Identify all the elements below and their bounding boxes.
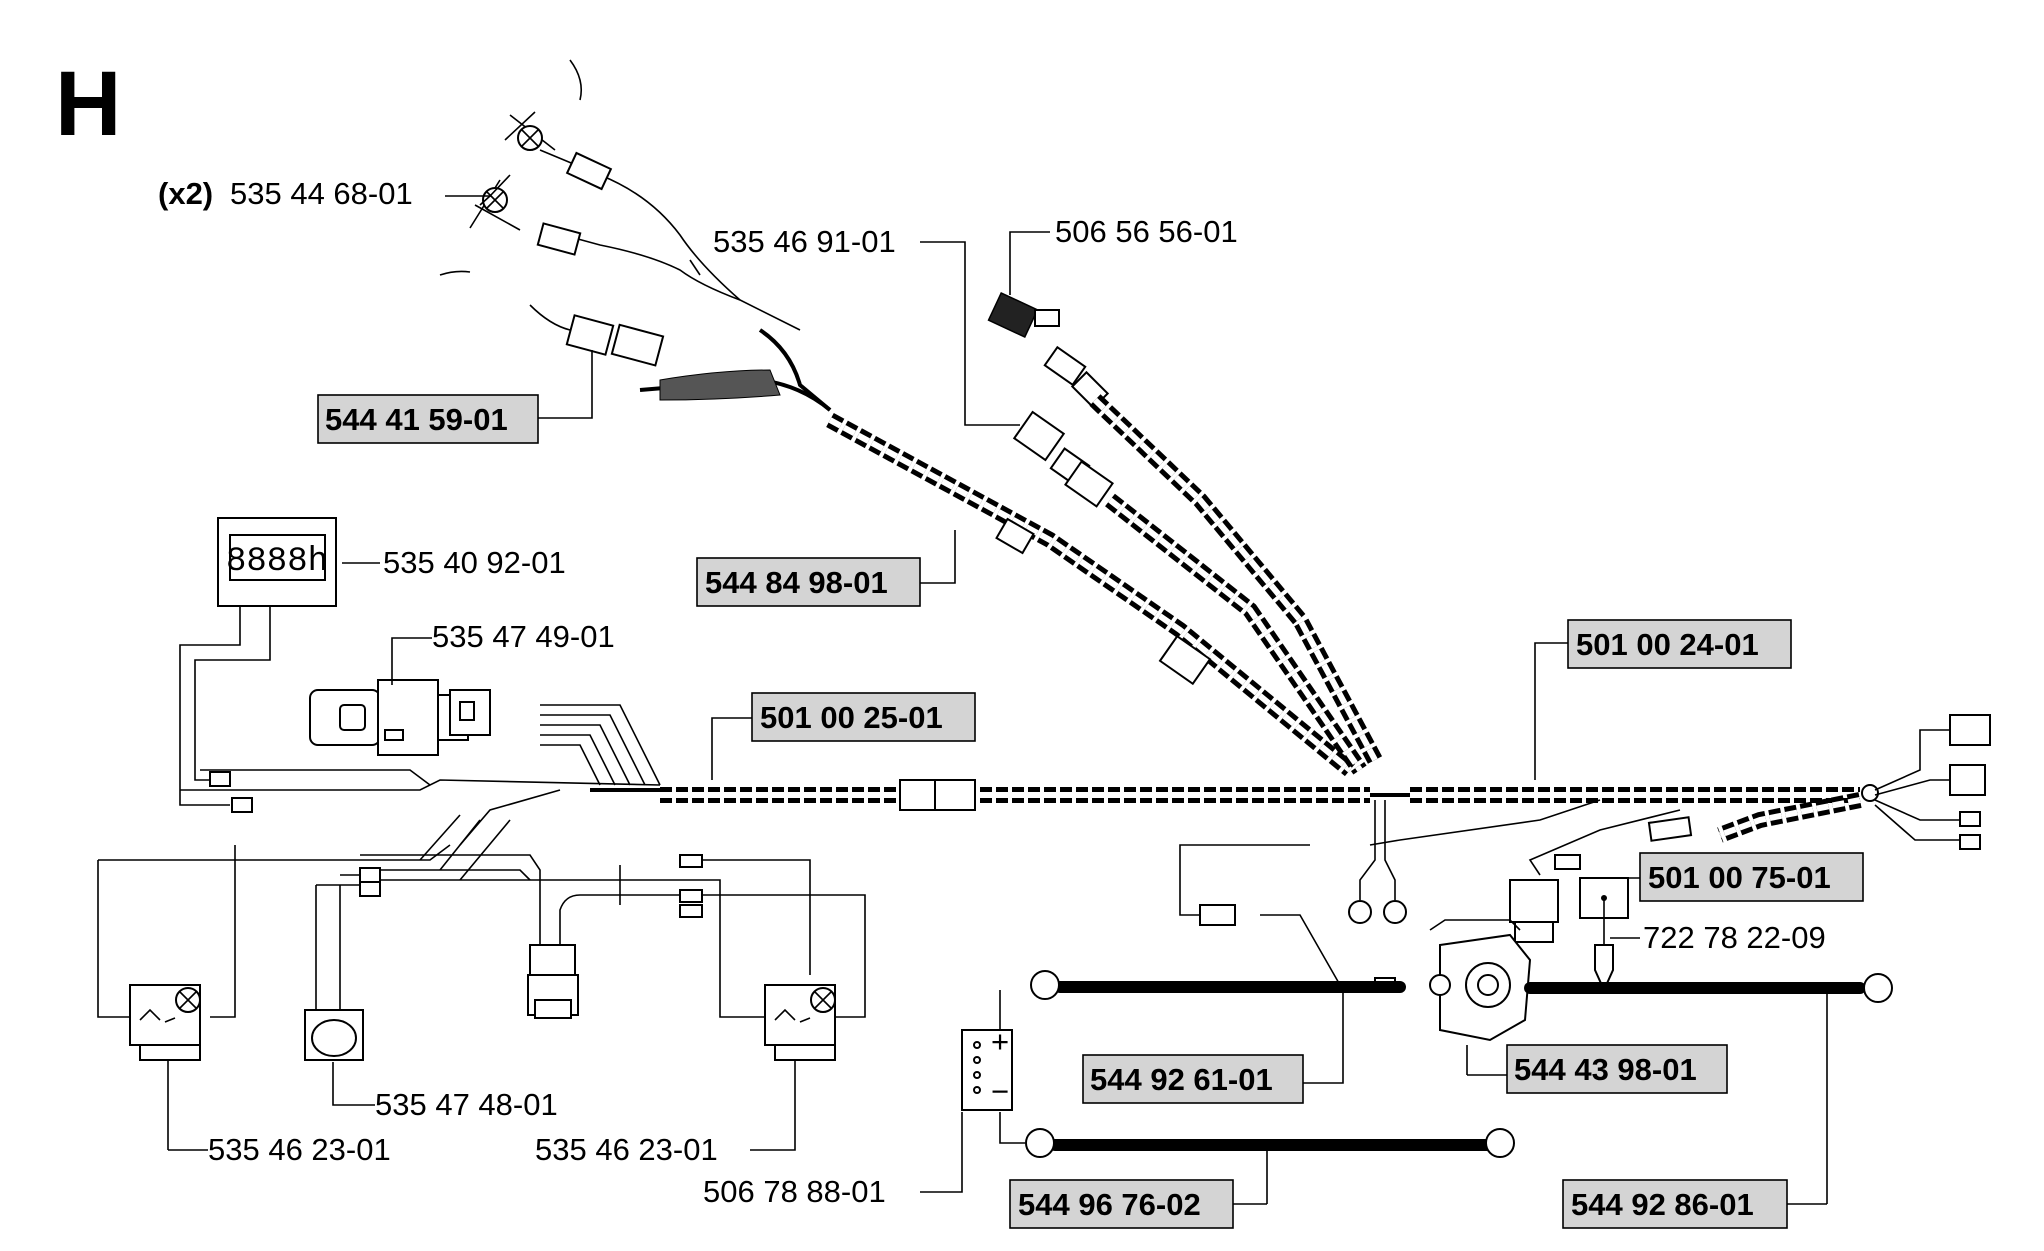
label-switch-left: 535 46 23-01 (208, 1132, 391, 1167)
label-connector-harness-upper: 535 46 91-01 (713, 224, 896, 259)
ignition-switch (309, 679, 491, 756)
ground-eyelet-icon (1383, 900, 1407, 924)
label-sensor: 535 47 48-01 (375, 1087, 558, 1122)
solenoid (1374, 919, 1532, 1042)
key-icon (339, 704, 366, 731)
label-solenoid: 544 43 98-01 (1514, 1052, 1697, 1087)
connector-branch (1012, 410, 1367, 775)
spotlight-bulb-qty: (x2) (158, 176, 213, 211)
section-letter: H (55, 53, 121, 155)
label-wiring-harness-main: 501 00 25-01 (760, 700, 943, 735)
connector-icon (1949, 764, 1986, 796)
battery: + − (961, 990, 1025, 1144)
connector-icon (1949, 714, 1991, 746)
sensor (304, 867, 381, 1061)
label-wiring-harness-front: 544 84 98-01 (705, 565, 888, 600)
ground-eyelet-icon (1348, 900, 1372, 924)
label-wiring-harness-rear: 501 00 24-01 (1576, 627, 1759, 662)
fuse-holder (1579, 877, 1629, 993)
battery-minus-icon: − (991, 1074, 1009, 1109)
label-cable-battery-minus: 544 96 76-02 (1018, 1187, 1201, 1222)
label-spotlight-bulb: 535 44 68-01 (230, 176, 413, 211)
label-fuse-pin: 722 78 22-09 (1643, 920, 1826, 955)
right-safety-switch (380, 854, 866, 1061)
label-battery: 506 78 88-01 (703, 1174, 886, 1209)
hour-meter-display: 8888h (226, 543, 328, 581)
power-cables (1025, 970, 1893, 1158)
headlight-harness (439, 59, 1356, 777)
plug-connector-icon (529, 304, 665, 367)
label-cable-battery-plus: 544 92 61-01 (1090, 1062, 1273, 1097)
callout-labels: (x2) 535 44 68-01 535 46 91-01 506 56 56… (158, 176, 1864, 1229)
label-cable-starter: 544 92 86-01 (1571, 1187, 1754, 1222)
label-plug-harness: 544 41 59-01 (325, 402, 508, 437)
spotlight-bulb-icon (469, 179, 521, 231)
label-switch-right: 535 46 23-01 (535, 1132, 718, 1167)
label-ignition-switch: 535 47 49-01 (432, 619, 615, 654)
label-hour-meter: 535 40 92-01 (383, 545, 566, 580)
relay-middle (360, 854, 680, 1019)
callout-leaders (167, 174, 1828, 1205)
label-relay-upper: 506 56 56-01 (1055, 214, 1238, 249)
left-safety-switch (97, 844, 451, 1061)
hour-meter: 8888h (179, 517, 337, 813)
spotlight-bulb-icon (504, 111, 556, 151)
relay-branch (987, 291, 1383, 764)
battery-plus-icon: + (991, 1024, 1009, 1059)
rear-relay (1509, 879, 1559, 943)
label-relay-rear: 501 00 75-01 (1648, 860, 1831, 895)
